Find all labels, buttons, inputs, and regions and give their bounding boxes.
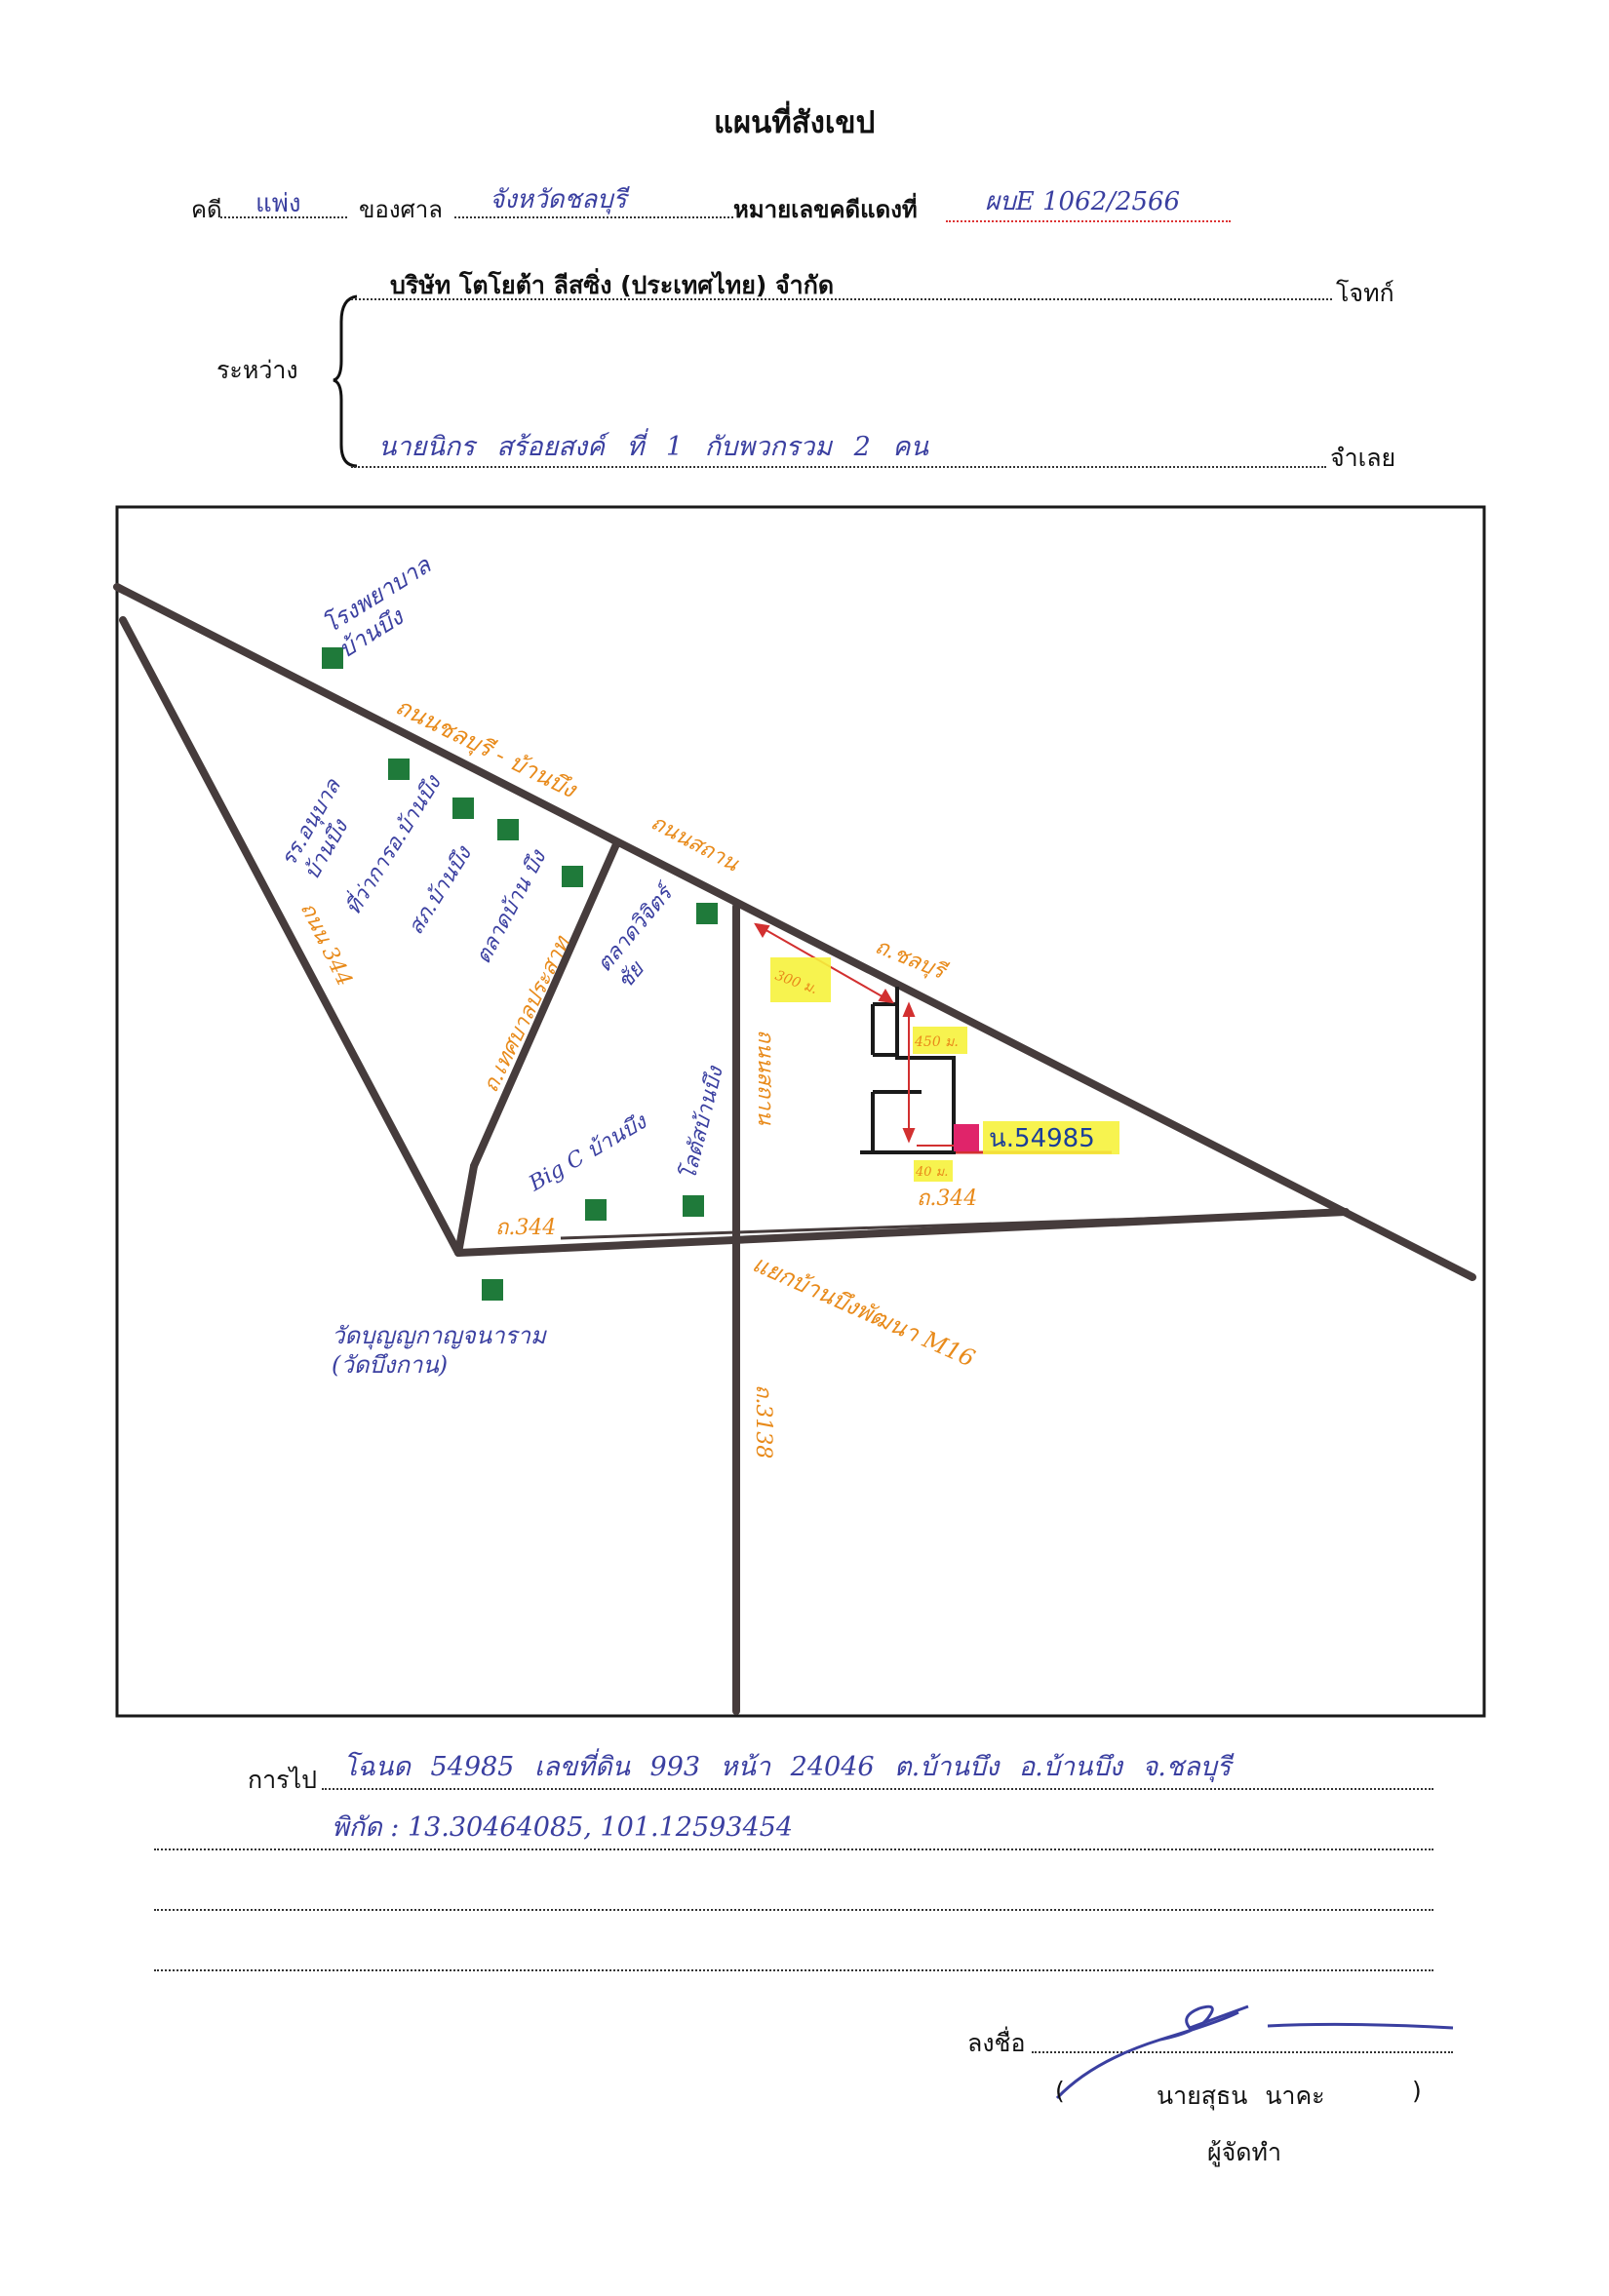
landmark-district-office xyxy=(452,798,474,819)
between-label: ระหว่าง xyxy=(216,356,298,384)
landmark-police xyxy=(497,819,519,840)
handwritten-signature xyxy=(1055,2004,1454,2100)
court-value: จังหวัดชลบุรี xyxy=(490,185,627,214)
label-temple: วัดบุญญกาญจนาราม(วัดบึงกาน) xyxy=(332,1322,547,1379)
road-main-diagonal xyxy=(113,583,1476,1281)
label-road-344-b: ถ.344 xyxy=(917,1187,977,1211)
label-lotus: โลตัสบ้านบึง xyxy=(676,1062,729,1183)
label-police: สภ.บ้านบึง xyxy=(404,840,478,939)
landmark-market-wichit xyxy=(696,903,718,924)
red-case-no-value: ผบE 1062/2566 xyxy=(985,187,1181,216)
label-junction: แยกบ้านบึงพัฒนา M16 xyxy=(749,1250,979,1373)
defendant-name: นายนิกร สร้อยสงค์ ที่ 1 กับพวกรวม 2 คน xyxy=(378,432,928,462)
court-label: ของศาล xyxy=(359,196,443,223)
case-label: คดี xyxy=(191,196,222,223)
landmark-hospital xyxy=(322,647,343,669)
label-parcel: น.54985 xyxy=(989,1124,1095,1153)
label-road-344-a: ถ.344 xyxy=(495,1216,556,1240)
label-school: รร.อนุบาลบ้านบึง xyxy=(277,774,371,884)
label-distance-2: 450 ม. xyxy=(914,1034,959,1050)
road-344-left xyxy=(119,616,462,1257)
map-frame xyxy=(115,505,1486,1718)
sign-close-paren: ) xyxy=(1412,2077,1422,2105)
landmark-market-banbueng xyxy=(562,866,583,887)
red-case-no-label: หมายเลขคดีแดงที่ xyxy=(733,196,918,223)
highlight-distance-3 xyxy=(914,1160,953,1182)
highlight-distance-1 xyxy=(770,957,831,1002)
label-road-3138: ถ.3138 xyxy=(751,1384,775,1459)
case-type: แพ่ง xyxy=(255,189,301,218)
coordinates: พิกัด : 13.30464085, 101.12593454 xyxy=(332,1812,794,1843)
directions-label: การไป xyxy=(248,1766,318,1794)
label-hospital: โรงพยาบาลบ้านบึง xyxy=(318,551,451,664)
sign-label: ลงชื่อ xyxy=(967,2029,1026,2057)
landmark-lotus xyxy=(683,1195,704,1217)
road-thesaban xyxy=(470,840,620,1170)
page-title: แผนที่สังเขป xyxy=(714,105,876,140)
parcel-marker xyxy=(954,1124,979,1151)
road-344-bottom xyxy=(454,1208,1350,1257)
highlight-parcel xyxy=(983,1121,1119,1154)
road-connector xyxy=(454,1162,478,1257)
label-road-satan-vertical: ถนนสถาน xyxy=(753,1030,777,1126)
landmark-temple xyxy=(482,1279,503,1301)
label-distance-3: 40 ม. xyxy=(915,1165,948,1180)
defendant-role: จำเลย xyxy=(1330,444,1396,472)
label-bigc: Big C บ้านบึง xyxy=(525,1109,653,1196)
plaintiff-name: บริษัท โตโยต้า ลีสซิ่ง (ประเทศไทย) จำกัด xyxy=(390,271,835,299)
landmark-school xyxy=(388,759,410,780)
label-road-344-left: ถนน 344 xyxy=(295,899,357,991)
brace xyxy=(333,294,358,468)
highlight-distance-2 xyxy=(913,1027,967,1054)
signer-role: ผู้จัดทำ xyxy=(1207,2138,1282,2166)
plaintiff-role: โจทก์ xyxy=(1336,279,1394,307)
landmark-bigc xyxy=(585,1199,607,1221)
parcel-access-road xyxy=(860,1002,956,1154)
directions-line-1: โฉนด 54985 เลขที่ดิน 993 หน้า 24046 ต.บ้… xyxy=(343,1752,1232,1782)
signer-name: นายสุธน นาคะ xyxy=(1157,2082,1325,2110)
label-market-banbueng: ตลาดบ้าน บึง xyxy=(471,845,552,968)
sign-open-paren: ( xyxy=(1055,2077,1065,2105)
label-market-wichit: ตลาดวิจิตร์ชัย xyxy=(592,877,701,993)
